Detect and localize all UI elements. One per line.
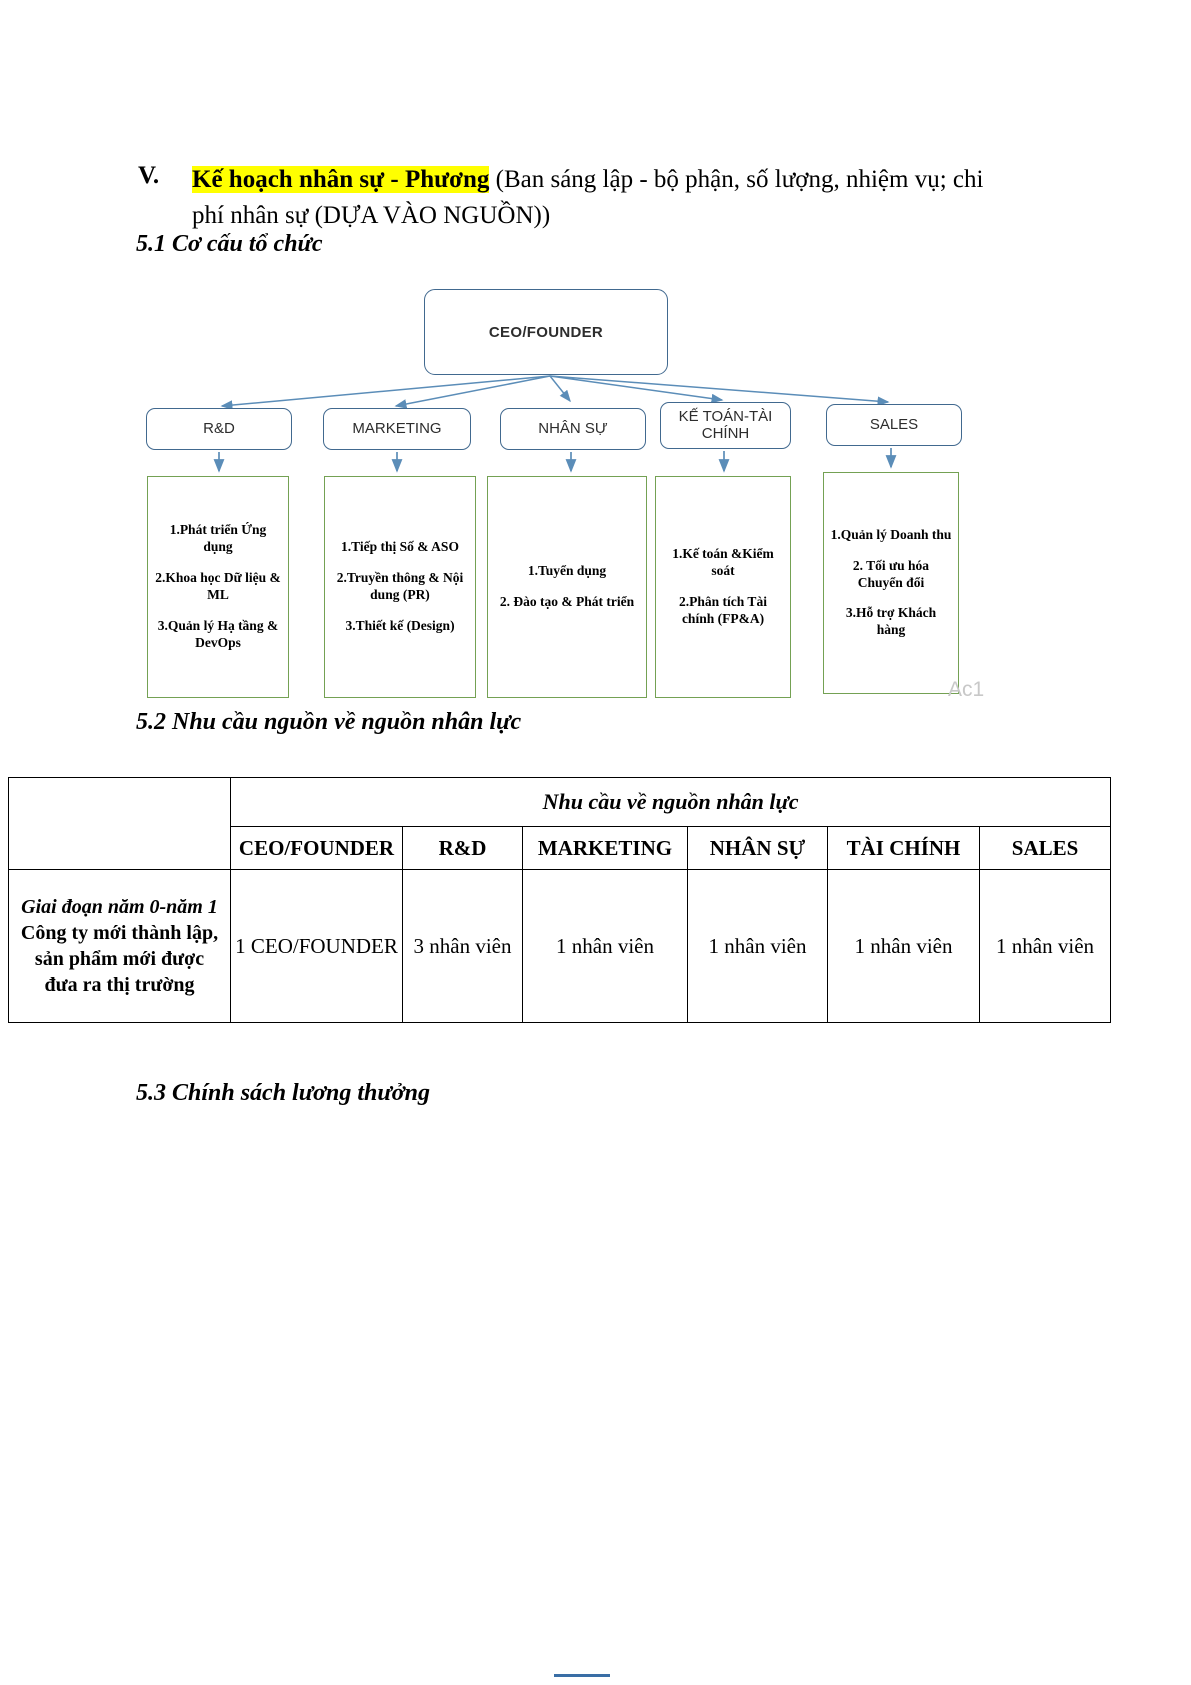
chart-watermark: Ac1	[948, 678, 985, 701]
section-numeral: V.	[138, 162, 160, 189]
detail-item: 2.Khoa học Dữ liệu & ML	[155, 570, 281, 602]
section-heading-v: V. Kế hoạch nhân sự - Phương (Ban sáng l…	[138, 162, 998, 233]
table-cell-sales: 1 nhân viên	[978, 869, 1112, 1023]
org-node-marketing[interactable]: MARKETING	[323, 408, 471, 450]
table-header-marketing: MARKETING	[522, 826, 688, 870]
subheading-5-2: 5.2 Nhu cầu nguồn về nguồn nhân lực	[136, 709, 522, 735]
table-header-rd: R&D	[402, 826, 523, 870]
org-detail-ke-toan-tai-chinh: 1.Kế toán &Kiểm soát 2.Phân tích Tài chí…	[655, 476, 791, 698]
table-header-tai-chinh: TÀI CHÍNH	[827, 826, 980, 870]
detail-item: 2.Truyền thông & Nội dung (PR)	[336, 570, 464, 602]
row-label-line-1: Giai đoạn năm 0-năm 1	[21, 896, 218, 918]
subheading-5-1: 5.1 Cơ cấu tổ chức	[136, 231, 323, 257]
org-node-sales[interactable]: SALES	[826, 404, 962, 446]
detail-item: 1.Tiếp thị Số & ASO	[341, 539, 459, 555]
table-group-header: Nhu cầu về nguồn nhân lực	[229, 777, 1112, 827]
row-label-line-4: đưa ra thị trường	[44, 974, 195, 996]
detail-item: 1.Kế toán &Kiểm soát	[672, 546, 774, 579]
detail-item: 3.Thiết kế (Design)	[345, 617, 455, 633]
subheading-5-3: 5.3 Chính sách lương thưởng	[136, 1080, 430, 1106]
table-cell-nhan-su: 1 nhân viên	[687, 869, 828, 1023]
org-detail-sales: 1.Quản lý Doanh thu 2. Tối ưu hóa Chuyển…	[823, 472, 959, 694]
org-node-ceo[interactable]: CEO/FOUNDER	[424, 289, 668, 375]
detail-item: 3.Quản lý Hạ tầng & DevOps	[157, 617, 279, 650]
table-row-label: Giai đoạn năm 0-năm 1 Công ty mới thành …	[8, 869, 231, 1023]
table-row-group-header: Nhu cầu về nguồn nhân lực	[8, 777, 1112, 870]
section-title-highlight: Kế hoạch nhân sự - Phương	[192, 166, 490, 193]
table-cell-marketing: 1 nhân viên	[522, 869, 688, 1023]
detail-item: 1.Quản lý Doanh thu	[830, 526, 952, 542]
org-node-nhan-su[interactable]: NHÂN SỰ	[500, 408, 646, 450]
hr-needs-table: Nhu cầu về nguồn nhân lực CEO/FOUNDER R&…	[8, 777, 1112, 1023]
org-detail-marketing: 1.Tiếp thị Số & ASO 2.Truyền thông & Nội…	[324, 476, 476, 698]
org-node-rd[interactable]: R&D	[146, 408, 292, 450]
table-row: Giai đoạn năm 0-năm 1 Công ty mới thành …	[8, 869, 1112, 1023]
table-header-nhan-su: NHÂN SỰ	[687, 826, 828, 870]
section-title-rest: (Ban sáng lập - bộ phận, số lượng, nhiệm…	[192, 166, 984, 229]
section-title: Kế hoạch nhân sự - Phương (Ban sáng lập …	[192, 162, 998, 233]
org-chart: CEO/FOUNDER R&D MARKETING NHÂN SỰ KẾ TOÁ…	[130, 280, 1060, 705]
org-node-ke-toan-tai-chinh[interactable]: KẾ TOÁN-TÀI CHÍNH	[660, 402, 791, 449]
table-corner-cell	[8, 777, 231, 870]
org-detail-rd: 1.Phát triển Ứng dụng 2.Khoa học Dữ liệu…	[147, 476, 289, 698]
table-header-sales: SALES	[978, 826, 1112, 870]
detail-item: 2. Tối ưu hóa Chuyển đổi	[852, 557, 930, 590]
detail-item: 1.Phát triển Ứng dụng	[169, 522, 267, 555]
page-footer-mark	[554, 1674, 610, 1677]
table-header-ceo-founder: CEO/FOUNDER	[230, 826, 403, 870]
row-label-line-3: sản phẩm mới được	[34, 948, 205, 970]
table-cell-rd: 3 nhân viên	[402, 869, 523, 1023]
row-label-line-2: Công ty mới thành lập,	[20, 922, 219, 944]
detail-item: 2. Đào tạo & Phát triển	[499, 594, 635, 609]
table-cell-tai-chinh: 1 nhân viên	[827, 869, 980, 1023]
detail-item: 2.Phân tích Tài chính (FP&A)	[679, 594, 767, 626]
org-detail-nhan-su: 1.Tuyển dụng 2. Đào tạo & Phát triển	[487, 476, 647, 698]
table-cell-ceo-founder: 1 CEO/FOUNDER	[230, 869, 403, 1023]
detail-item: 3.Hỗ trợ Khách hàng	[845, 605, 937, 638]
detail-item: 1.Tuyển dụng	[527, 563, 607, 579]
